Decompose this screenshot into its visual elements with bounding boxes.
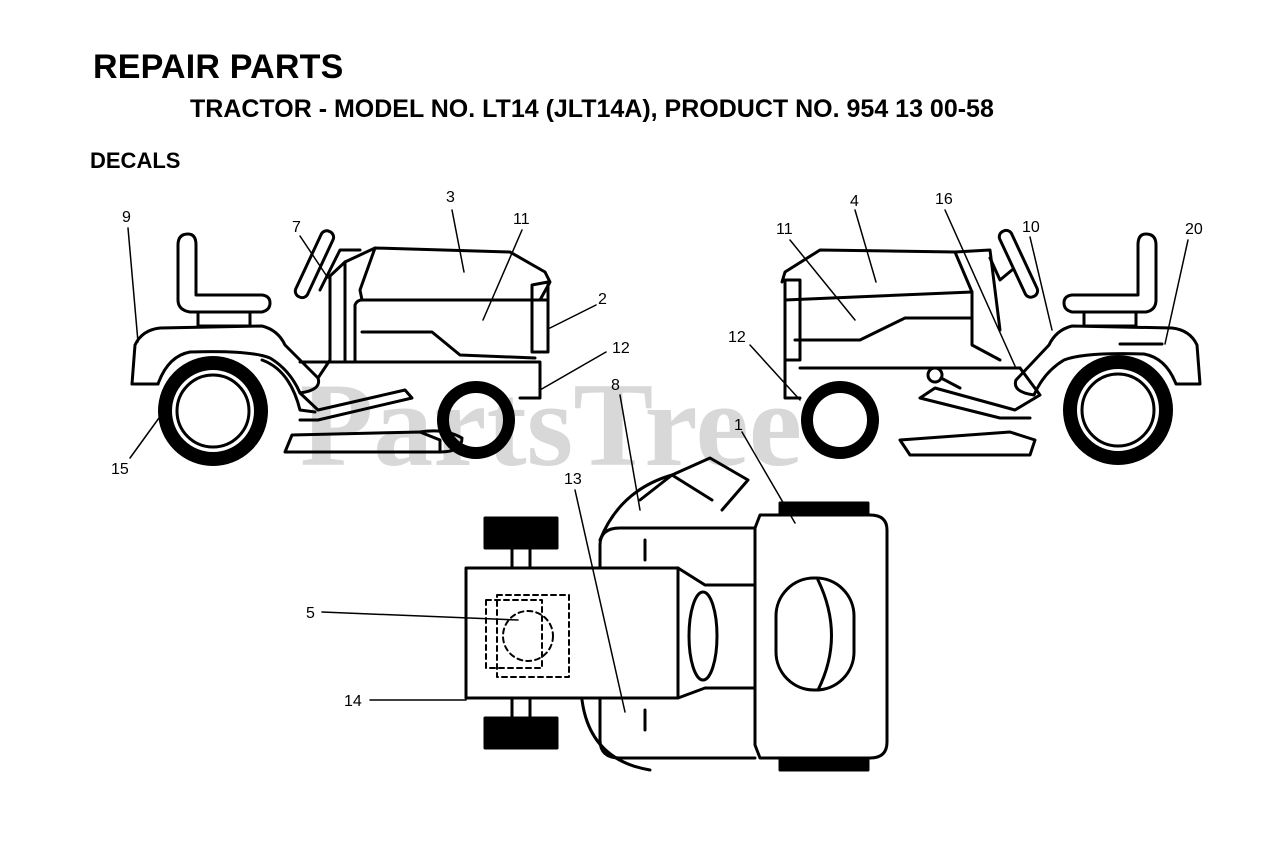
callout-13: 13 (564, 471, 582, 488)
callout-16: 16 (935, 191, 953, 208)
callout-8: 8 (611, 377, 620, 394)
leader-lines (127, 209, 1189, 713)
callout-1: 1 (734, 417, 743, 434)
callout-9: 9 (122, 209, 131, 226)
tractor-right-view (780, 228, 1202, 465)
section-title: DECALS (90, 148, 181, 173)
page-subtitle: TRACTOR - MODEL NO. LT14 (JLT14A), PRODU… (190, 95, 994, 123)
callout-7: 7 (292, 219, 301, 236)
callout-15: 15 (111, 461, 129, 478)
callout-11-right: 11 (776, 221, 793, 238)
callout-3: 3 (446, 189, 455, 206)
callout-11-left: 11 (513, 211, 530, 228)
tractor-left-view (130, 229, 552, 466)
callout-12-left: 12 (612, 340, 630, 357)
page-title: REPAIR PARTS (93, 48, 344, 86)
callout-12-right: 12 (728, 329, 746, 346)
callout-5: 5 (306, 605, 315, 622)
callout-2: 2 (598, 291, 607, 308)
callout-10: 10 (1022, 219, 1040, 236)
watermark-text: PartsTree (300, 358, 802, 491)
callout-14: 14 (344, 693, 362, 710)
callout-4: 4 (850, 193, 859, 210)
tractor-top-view (464, 456, 889, 772)
callout-20: 20 (1185, 221, 1203, 238)
